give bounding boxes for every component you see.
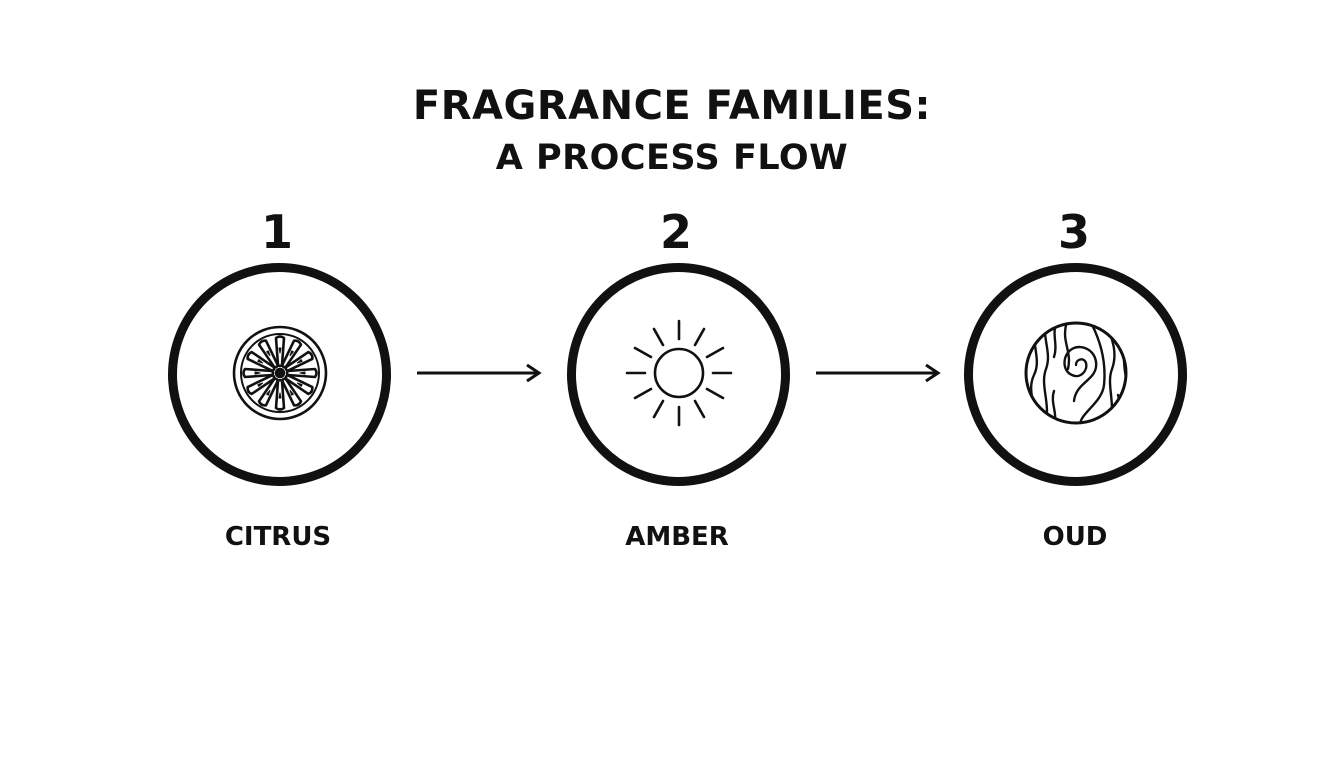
step-2-label: AMBER <box>625 522 729 552</box>
step-2-number: 2 <box>659 205 692 259</box>
sun-icon <box>624 318 734 432</box>
step-3-label: OUD <box>1042 522 1108 552</box>
flow-arrow-2 <box>816 363 941 383</box>
step-1-circle <box>168 263 391 486</box>
step-2-circle <box>567 263 790 486</box>
diagram-subtitle: A PROCESS FLOW <box>495 138 849 178</box>
flow-arrow-1 <box>417 363 542 383</box>
step-3-circle <box>964 263 1187 486</box>
wood-grain-icon <box>1023 320 1129 430</box>
diagram-title: FRAGRANCE FAMILIES: <box>412 83 932 129</box>
step-1-number: 1 <box>260 205 293 259</box>
step-3-number: 3 <box>1057 205 1090 259</box>
citrus-slice-icon <box>228 321 332 429</box>
step-1-label: CITRUS <box>224 522 332 552</box>
